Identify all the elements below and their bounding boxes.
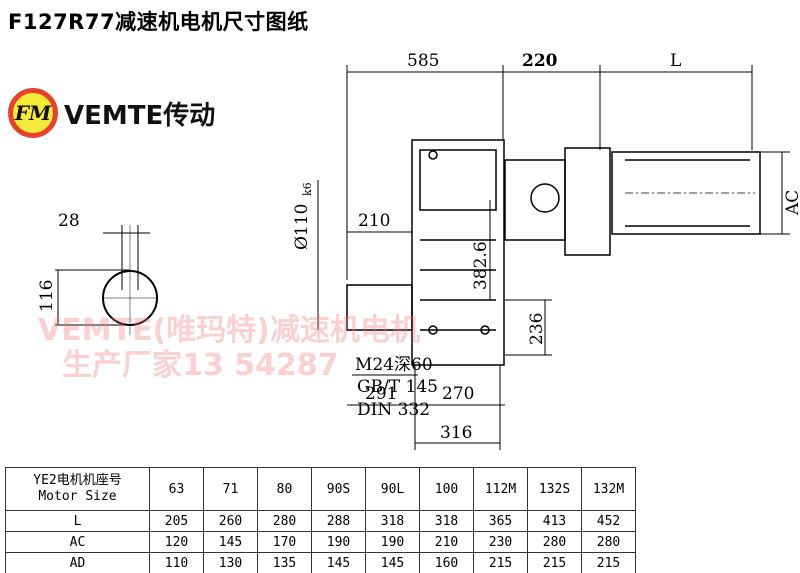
size-cell: 90L xyxy=(365,467,420,511)
page-title: F127R77减速机电机尺寸图纸 xyxy=(8,10,309,34)
motor xyxy=(611,151,790,235)
dim-diameter-tolerance: k6 xyxy=(301,182,314,196)
cell: 135 xyxy=(257,552,312,573)
top-dimension: 585 220 L xyxy=(346,51,753,280)
technical-drawing: 585 220 L AC xyxy=(37,51,800,450)
dim-270: 270 xyxy=(442,384,474,404)
watermark-line1: VEMTE(唯玛特)减速机电机 xyxy=(38,313,420,348)
note-gb: GB/T 145 xyxy=(357,377,438,397)
cell: 170 xyxy=(257,531,312,553)
logo-badge: FM xyxy=(8,88,58,138)
size-cell: 71 xyxy=(203,467,258,511)
cell: 205 xyxy=(149,510,204,532)
watermark-line2: 生产厂家13 54287 xyxy=(62,348,339,383)
cell: 318 xyxy=(365,510,420,532)
cell: 288 xyxy=(311,510,366,532)
cell: 215 xyxy=(473,552,528,573)
logo-text: VEMTE传动 xyxy=(64,100,216,131)
logo: FM VEMTE传动 xyxy=(8,88,215,138)
dim-220: 220 xyxy=(522,51,558,71)
cell: 318 xyxy=(419,510,474,532)
cell: 260 xyxy=(203,510,258,532)
cell: 145 xyxy=(203,531,258,553)
motor-adapter xyxy=(504,147,611,256)
dim-116: 116 xyxy=(37,280,57,312)
gearbox-body xyxy=(346,139,505,366)
cell: 280 xyxy=(257,510,312,532)
shaft-section xyxy=(55,225,158,335)
size-cell: 132M xyxy=(581,467,636,511)
cell: 215 xyxy=(581,552,636,573)
dim-diameter: Ø110 xyxy=(292,204,312,250)
cell: 160 xyxy=(419,552,474,573)
cell: 145 xyxy=(365,552,420,573)
header-cn: YE2电机机座号 xyxy=(33,473,122,488)
cell: 110 xyxy=(149,552,204,573)
size-cell: 80 xyxy=(257,467,312,511)
cell: 230 xyxy=(473,531,528,553)
dim-AC: AC xyxy=(783,190,800,216)
dim-L: L xyxy=(670,51,681,71)
cell: 413 xyxy=(527,510,582,532)
note-din: DIN 332 xyxy=(357,400,430,420)
size-cell: 132S xyxy=(527,467,582,511)
cell: 145 xyxy=(311,552,366,573)
cell: 190 xyxy=(365,531,420,553)
note-thread: M24深60 xyxy=(355,355,433,375)
cell: 280 xyxy=(527,531,582,553)
cell: 215 xyxy=(527,552,582,573)
dim-28: 28 xyxy=(58,211,80,231)
cell: 130 xyxy=(203,552,258,573)
dim-236: 236 xyxy=(527,313,547,345)
size-cell: 90S xyxy=(311,467,366,511)
size-cell: 63 xyxy=(149,467,204,511)
row-label: AC xyxy=(5,531,150,553)
dim-316: 316 xyxy=(440,423,472,443)
cell: 190 xyxy=(311,531,366,553)
dim-210: 210 xyxy=(358,211,390,231)
cell: 452 xyxy=(581,510,636,532)
size-cell: 112M xyxy=(473,467,528,511)
dim-585: 585 xyxy=(407,51,439,71)
dim-291: 291 xyxy=(365,384,397,404)
cell: 210 xyxy=(419,531,474,553)
cell: 280 xyxy=(581,531,636,553)
cell: 365 xyxy=(473,510,528,532)
row-label: L xyxy=(5,510,150,532)
header-en: Motor Size xyxy=(38,489,117,504)
size-cell: 100 xyxy=(419,467,474,511)
dim-382-6: 382.6 xyxy=(471,241,491,290)
cell: 120 xyxy=(149,531,204,553)
row-label: AD xyxy=(5,552,150,573)
